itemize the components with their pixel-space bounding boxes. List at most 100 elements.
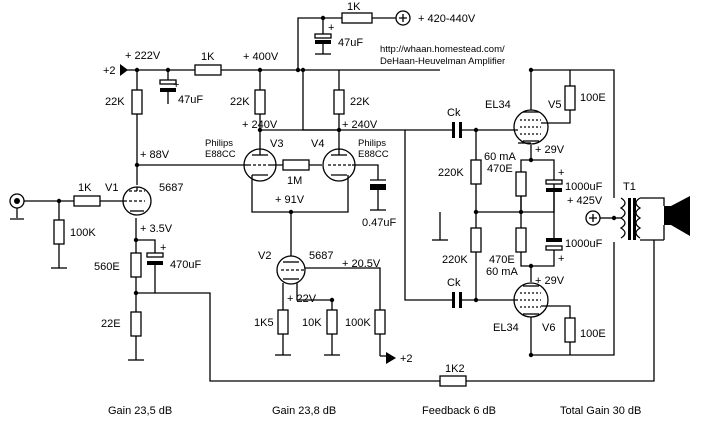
- label-supply-47uf: 47uF: [338, 37, 363, 49]
- label-v3: V3: [270, 138, 283, 150]
- resistor-22k-v1: [131, 89, 143, 115]
- label-rail-1k: 1K: [201, 51, 215, 63]
- label-047uf: 0.47uF: [362, 217, 397, 229]
- capacitor-supply-47uf: [314, 33, 332, 55]
- capacitor-1000uf-top: [545, 179, 563, 192]
- label-url: http://whaan.homestead.com/: [380, 44, 505, 55]
- capacitor-1000uf-bottom: [545, 238, 563, 251]
- resistor-100e-top: [564, 85, 576, 111]
- wires: [24, 17, 665, 382]
- input-jack-icon: [9, 193, 25, 220]
- label-v4: V4: [311, 138, 324, 150]
- junction-dots: [56, 15, 617, 358]
- label-v22: + 22V: [287, 293, 317, 305]
- label-cap-top-plus: +: [558, 167, 564, 179]
- label-rail-cap-plus: +: [173, 79, 179, 91]
- tubes: [122, 109, 549, 318]
- capacitors: [146, 33, 563, 308]
- label-supply-voltage: + 420-440V: [418, 13, 476, 25]
- resistor-supply-1k: [341, 12, 373, 24]
- capacitor-470uf: [146, 252, 164, 265]
- label-t1: T1: [623, 181, 636, 193]
- label-gain-stage2: Gain 23,8 dB: [272, 405, 336, 417]
- label-cap-bottom-plus: +: [558, 253, 564, 265]
- resistor-100k-v2: [374, 309, 386, 335]
- label-node-2: +2: [103, 65, 116, 77]
- capacitor-rail-47uf: [159, 79, 177, 92]
- label-v91: + 91V: [275, 194, 305, 206]
- label-v400: + 400V: [243, 51, 279, 63]
- label-supply-cap-plus: +: [328, 22, 334, 34]
- label-e88cc-right: E88CC: [358, 149, 389, 160]
- resistor-220k-bottom: [470, 227, 482, 253]
- label-v5: V5: [548, 99, 561, 111]
- label-title: DeHaan-Heuvelman Amplifier: [380, 56, 505, 67]
- label-v240-left: + 240V: [242, 119, 278, 131]
- label-v29-bottom: + 29V: [535, 275, 565, 287]
- label-220k-top: 220K: [438, 167, 464, 179]
- capacitor-ck-bottom: [452, 292, 462, 308]
- label-v29-top: + 29V: [535, 144, 565, 156]
- resistor-1m: [282, 159, 310, 171]
- label-100k-v2: 100K: [345, 317, 371, 329]
- label-220k-bottom: 220K: [442, 254, 468, 266]
- label-1000uf-top: 1000uF: [565, 181, 603, 193]
- supply-terminal-icon: [395, 10, 411, 26]
- label-v1: V1: [105, 182, 118, 194]
- tube-v6: [513, 282, 549, 318]
- label-470e-bl: 470E: [489, 254, 515, 266]
- label-10k: 10K: [302, 317, 322, 329]
- label-1m: 1M: [287, 175, 302, 187]
- resistor-10k: [326, 309, 338, 335]
- label-input-100k: 100K: [70, 227, 96, 239]
- label-100e-bottom: 100E: [580, 328, 606, 340]
- resistor-560e: [130, 252, 142, 278]
- label-rail-47uf: 47uF: [178, 94, 203, 106]
- tube-v5: [513, 109, 549, 145]
- label-philips-left: Philips: [205, 138, 233, 149]
- label-60ma-top: 60 mA: [484, 151, 516, 163]
- label-input-1k: 1K: [78, 182, 92, 194]
- label-v88: + 88V: [140, 149, 170, 161]
- label-470uf: 470uF: [170, 259, 201, 271]
- resistor-470e-top: [515, 171, 527, 197]
- label-el34-top: EL34: [485, 99, 511, 111]
- label-feedback: Feedback 6 dB: [422, 405, 496, 417]
- resistor-1k5: [277, 309, 289, 335]
- label-ck-top: Ck: [447, 107, 461, 119]
- tube-v4: [322, 148, 360, 183]
- resistor-100e-bottom: [564, 317, 576, 343]
- node-2-arrow-icon: [120, 64, 128, 76]
- label-560e: 560E: [94, 261, 120, 273]
- label-1k2: 1K2: [445, 363, 465, 375]
- label-gain-stage1: Gain 23,5 dB: [108, 405, 172, 417]
- label-cathode-cap-plus: +: [160, 242, 166, 254]
- label-60ma-bottom: 60 mA: [486, 266, 518, 278]
- tube-v2: [276, 255, 306, 285]
- output-transformer: [619, 197, 642, 240]
- resistors: [53, 12, 576, 387]
- resistor-470e-bottom: [515, 227, 527, 253]
- label-v222: + 222V: [125, 50, 161, 62]
- resistor-22k-v4: [333, 89, 345, 115]
- node-2-feedback-arrow-icon: [380, 352, 396, 364]
- label-v6: V6: [542, 322, 555, 334]
- label-total-gain: Total Gain 30 dB: [560, 405, 641, 417]
- label-1k5: 1K5: [254, 317, 274, 329]
- label-v1-type: 5687: [159, 182, 183, 194]
- resistor-22k-v3: [254, 89, 266, 115]
- tube-v3: [243, 148, 277, 183]
- label-22e: 22E: [101, 318, 121, 330]
- ground-symbols: [51, 209, 448, 361]
- label-100e-top: 100E: [580, 92, 606, 104]
- label-philips-right: Philips: [358, 138, 386, 149]
- capacitor-ck-top: [452, 122, 462, 138]
- label-v240-right: + 240V: [342, 119, 378, 131]
- label-v35: + 3.5V: [140, 223, 173, 235]
- label-v2: V2: [258, 250, 271, 262]
- capacitor-047uf: [370, 179, 386, 190]
- supply-425-terminal-icon: [585, 210, 614, 226]
- label-fb-node-2: +2: [400, 353, 413, 365]
- label-el34-bottom: EL34: [493, 322, 519, 334]
